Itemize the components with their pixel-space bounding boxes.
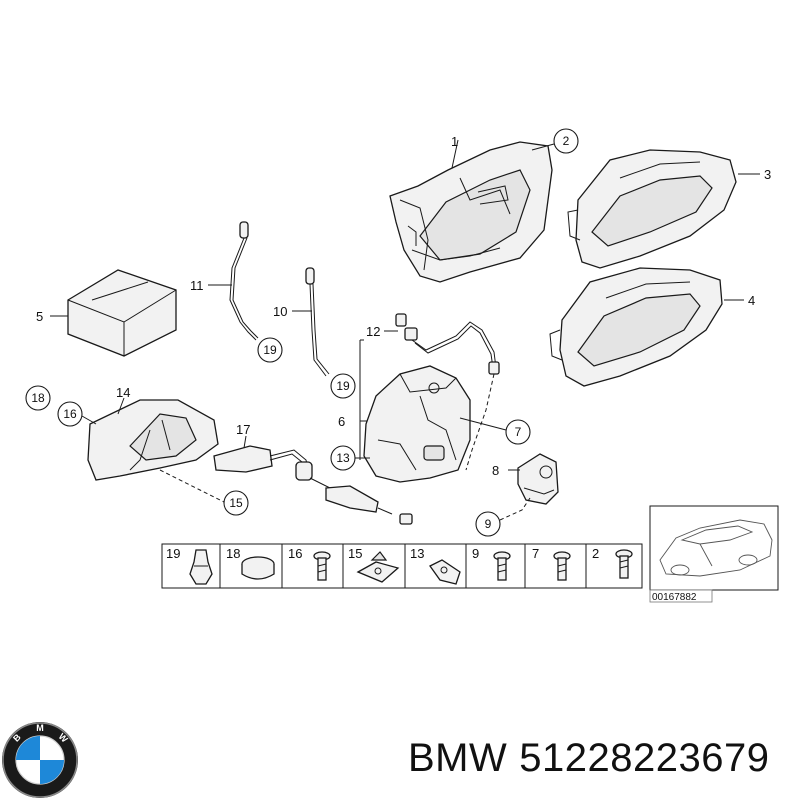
- callout-10: 10: [273, 304, 287, 319]
- screw-icon: [615, 549, 633, 579]
- part-lock-13: [363, 365, 471, 483]
- part-number: 51228223679: [519, 736, 770, 780]
- callout-15: 15: [229, 496, 243, 510]
- clip-icon: [189, 549, 213, 585]
- callout-14: 14: [116, 385, 130, 400]
- strip-label-9: 9: [472, 546, 479, 561]
- callout-3: 3: [764, 167, 771, 182]
- strip-label-2: 2: [592, 546, 599, 561]
- strip-label-18: 18: [226, 546, 240, 561]
- strip-label-13: 13: [410, 546, 424, 561]
- callout-6: 6: [338, 414, 345, 429]
- callout-16: 16: [63, 407, 77, 421]
- car-thumbnail-icon: [649, 505, 779, 591]
- callout-1: 1: [451, 134, 458, 149]
- plug-icon: [241, 556, 275, 580]
- part-handle-carrier-1: [389, 141, 553, 283]
- part-inner-handle-14: [87, 399, 219, 481]
- callout-11: 11: [190, 278, 204, 293]
- callout-2: 2: [563, 134, 570, 148]
- callout-8: 8: [492, 463, 499, 478]
- callout-18: 18: [31, 391, 45, 405]
- callout-5: 5: [36, 309, 43, 324]
- callout-19b: 19: [336, 379, 350, 393]
- strip-label-15: 15: [348, 546, 362, 561]
- part-striker-8: [517, 453, 559, 505]
- part-rod-11: [229, 221, 259, 341]
- strip-label-19: 19: [166, 546, 180, 561]
- fastener-strip: 19 18 16 15 13 9 7 2: [161, 543, 643, 589]
- brand-name: BMW: [408, 736, 508, 780]
- screw-icon: [553, 551, 571, 581]
- strip-label-16: 16: [288, 546, 302, 561]
- strip-label-7: 7: [532, 546, 539, 561]
- svg-text:M: M: [36, 723, 44, 733]
- clip-nut-icon: [356, 551, 400, 583]
- callout-13: 13: [336, 451, 350, 465]
- diagram-code: 00167882: [652, 592, 697, 603]
- part-outer-handle-3: [567, 149, 737, 269]
- screw-icon: [313, 551, 331, 581]
- callout-19-circle: [257, 337, 283, 363]
- part-rod-10: [305, 267, 330, 377]
- cable-clamp-icon: [429, 559, 461, 585]
- callout-4: 4: [748, 293, 755, 308]
- part-cable-17: [213, 445, 413, 525]
- screw-icon: [493, 551, 511, 581]
- callout-9: 9: [485, 517, 492, 531]
- part-box-5: [67, 269, 177, 357]
- callout-12: 12: [366, 324, 380, 339]
- callout-19a: 19: [263, 343, 277, 357]
- callout-7: 7: [515, 425, 522, 439]
- part-cable-12: [395, 313, 500, 471]
- callout-17: 17: [236, 422, 250, 437]
- bmw-logo-icon: B M W: [2, 722, 78, 798]
- part-outer-handle-4: [549, 267, 723, 387]
